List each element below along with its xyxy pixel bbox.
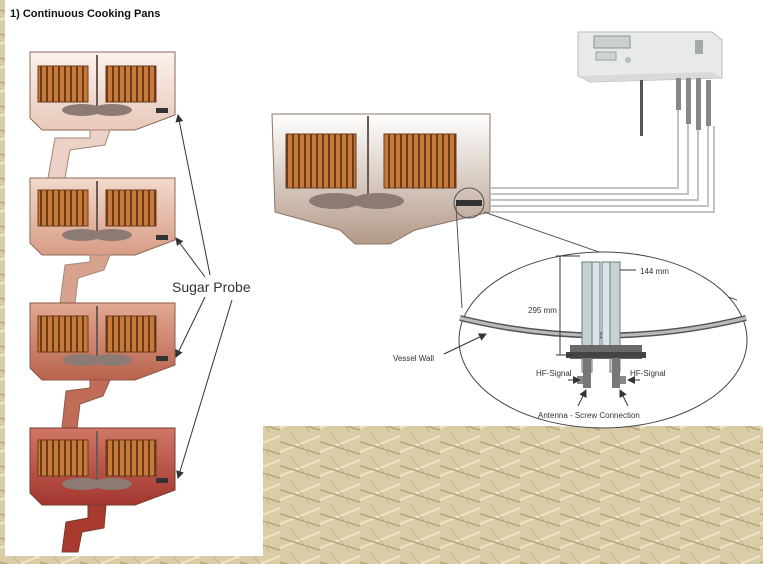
cooking-pan-1 xyxy=(29,51,176,179)
dimension-width-label: 144 mm xyxy=(640,267,669,276)
vessel-wall-label: Vessel Wall xyxy=(393,354,434,363)
analyzer-controller-box xyxy=(577,31,723,136)
probe-detail-view xyxy=(443,251,748,429)
sugar-probe-arrows xyxy=(175,114,233,479)
page-title: 1) Continuous Cooking Pans xyxy=(10,8,161,20)
cooking-pan-4 xyxy=(29,427,176,553)
hf-signal-right-label: HF-Signal xyxy=(630,369,666,378)
cooking-pan-3 xyxy=(29,302,176,429)
hf-signal-left-label: HF-Signal xyxy=(536,369,572,378)
large-cooking-pan xyxy=(271,113,491,245)
sugar-probe-label: Sugar Probe xyxy=(172,279,251,295)
antenna-label: Antenna - Screw Connection xyxy=(538,411,640,420)
cooking-pan-2 xyxy=(29,177,176,304)
dimension-height-label: 295 mm xyxy=(528,306,557,315)
cables xyxy=(490,110,715,213)
